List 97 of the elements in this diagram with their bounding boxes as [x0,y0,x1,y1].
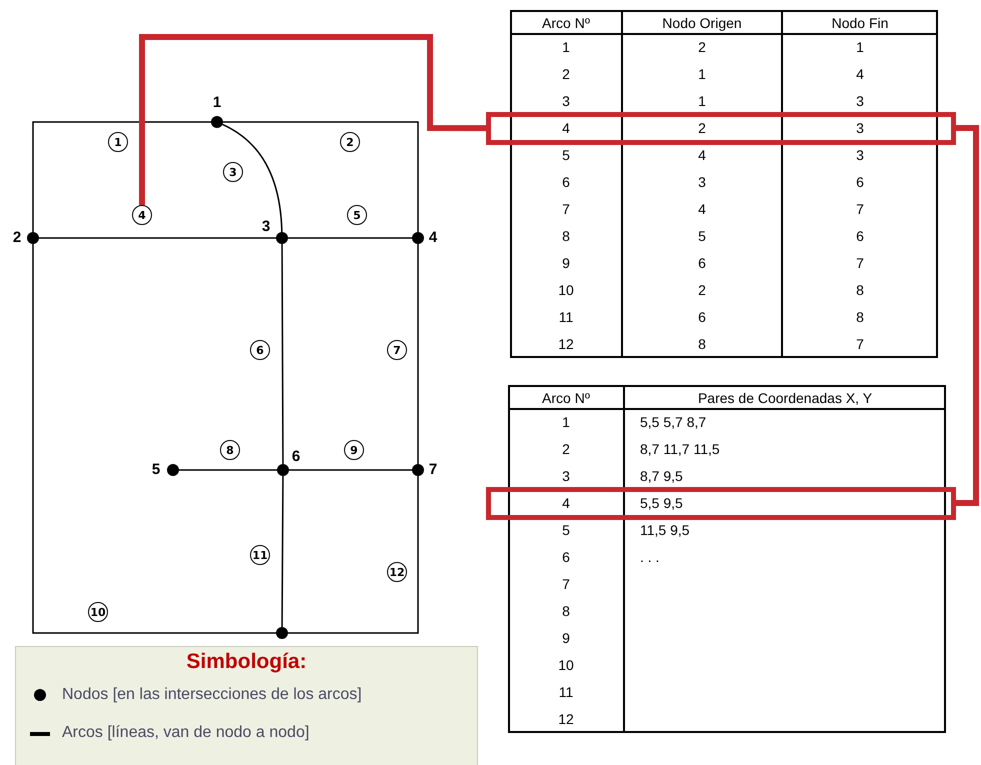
header-cell-text: Arco Nº [541,14,591,33]
legend-text: Nodos [en las intersecciones de los arcos] [62,685,362,705]
table-cell-text: 3 [561,92,571,111]
node-number: 4 [428,229,438,247]
table-cell-text: 6 [855,227,865,246]
table-cell-text: 4 [561,494,571,513]
arc-line [179,469,277,471]
table-cell-text: 11 [558,683,574,702]
table-cell-text: 2 [697,119,707,138]
callout-number: 5 [347,205,367,225]
table-cell-text: 5,5 5,7 8,7 [640,413,706,432]
table-cell-text: 4 [697,146,707,165]
node-number: 6 [290,448,302,466]
table-cell-text: 3 [561,467,571,486]
highlight-frame [486,112,956,145]
header-cell-text: Nodo Origen [661,14,743,33]
table-cell-text: 8 [697,335,707,354]
callout-number: 6 [250,340,270,360]
table-cell-text: . . . [640,548,660,567]
node-number: 1 [212,94,222,112]
table-cell-text: 5 [561,146,571,165]
table-cell-text: 10 [557,281,575,300]
table-cell-text: 7 [855,200,865,219]
callout-number: 11 [250,545,270,565]
table-cell-text: 1 [697,65,707,84]
table-cell-text: 8,7 11,7 11,5 [640,440,720,459]
table-cell-text: 4 [855,65,865,84]
arc-line [281,476,284,627]
table-cell-text: 3 [855,119,865,138]
legend-text: Arcos [líneas, van de nodo a nodo] [62,723,310,743]
table-cell-text: 10 [557,656,575,675]
callout-number: 12 [387,562,407,582]
table-cell-text: 7 [855,254,865,273]
table-cell-text: 12 [557,710,575,729]
node-number: 3 [260,218,272,236]
arc-line [222,124,283,232]
callout-number: 8 [220,440,240,460]
table-cell-text: 7 [855,335,865,354]
node-number: 5 [150,461,162,479]
arc-line [417,244,419,464]
header-cell-text: Nodo Fin [830,14,890,33]
header-cell-text: Arco Nº [541,389,591,408]
table-cell-text: 7 [561,575,571,594]
table-cell-text: 8 [855,308,865,327]
table-cell-text: 3 [855,92,865,111]
callout-number: 2 [340,132,360,152]
callout-number: 3 [223,162,243,182]
table-cell-text: 1 [855,38,865,57]
table-cell-text: 9 [561,254,571,273]
table-cell-text: 11,5 9,5 [640,521,690,540]
node-number: 2 [12,229,22,247]
table-cell-text: 1 [561,38,571,57]
node-number: 7 [428,461,438,479]
arc-line [223,121,419,232]
table-cell-text: 3 [855,146,865,165]
table-cell-text: 5,5 9,5 [640,494,683,513]
callout-number: 1 [108,132,128,152]
arc-line [288,237,412,239]
table-cell-text: 8 [561,227,571,246]
table-cell-text: 6 [697,254,707,273]
table-cell-text: 8 [855,281,865,300]
arc-line [32,121,211,232]
connector-line [139,34,486,205]
table-cell-text: 11 [558,308,574,327]
arc-line [281,244,284,464]
arc-line [289,469,412,471]
table-cell-text: 2 [561,440,571,459]
table-cell-text: 2 [561,65,571,84]
table-cell-text: 5 [697,227,707,246]
arc-line [288,476,419,634]
table-cell-text: 4 [697,200,707,219]
arc-line [32,244,276,634]
table-cell-text: 2 [697,38,707,57]
table-cell-text: 7 [561,200,571,219]
table-cell-text: 1 [697,92,707,111]
arc-line [39,237,276,239]
table-cell-text: 6 [855,173,865,192]
callout-number: 7 [387,340,407,360]
legend-title: Simbología: [185,650,308,674]
table-cell-text: 5 [561,521,571,540]
table-cell-text: 8,7 9,5 [640,467,683,486]
callout-number: 9 [344,440,364,460]
highlight-frame [486,487,956,520]
table-cell-text: 4 [561,119,571,138]
table-cell-text: 6 [561,548,571,567]
table-cell-text: 2 [697,281,707,300]
table-cell-text: 6 [561,173,571,192]
table-cell-text: 1 [561,413,571,432]
table-cell-text: 6 [697,308,707,327]
table-cell-text: 8 [561,602,571,621]
callout-number: 10 [88,602,108,622]
connector-line [956,125,979,506]
table-cell-text: 3 [697,173,707,192]
table-cell-text: 9 [561,629,571,648]
header-cell-text: Pares de Coordenadas X, Y [696,389,874,408]
callout-number: 4 [132,205,152,225]
table-cell-text: 12 [557,335,575,354]
